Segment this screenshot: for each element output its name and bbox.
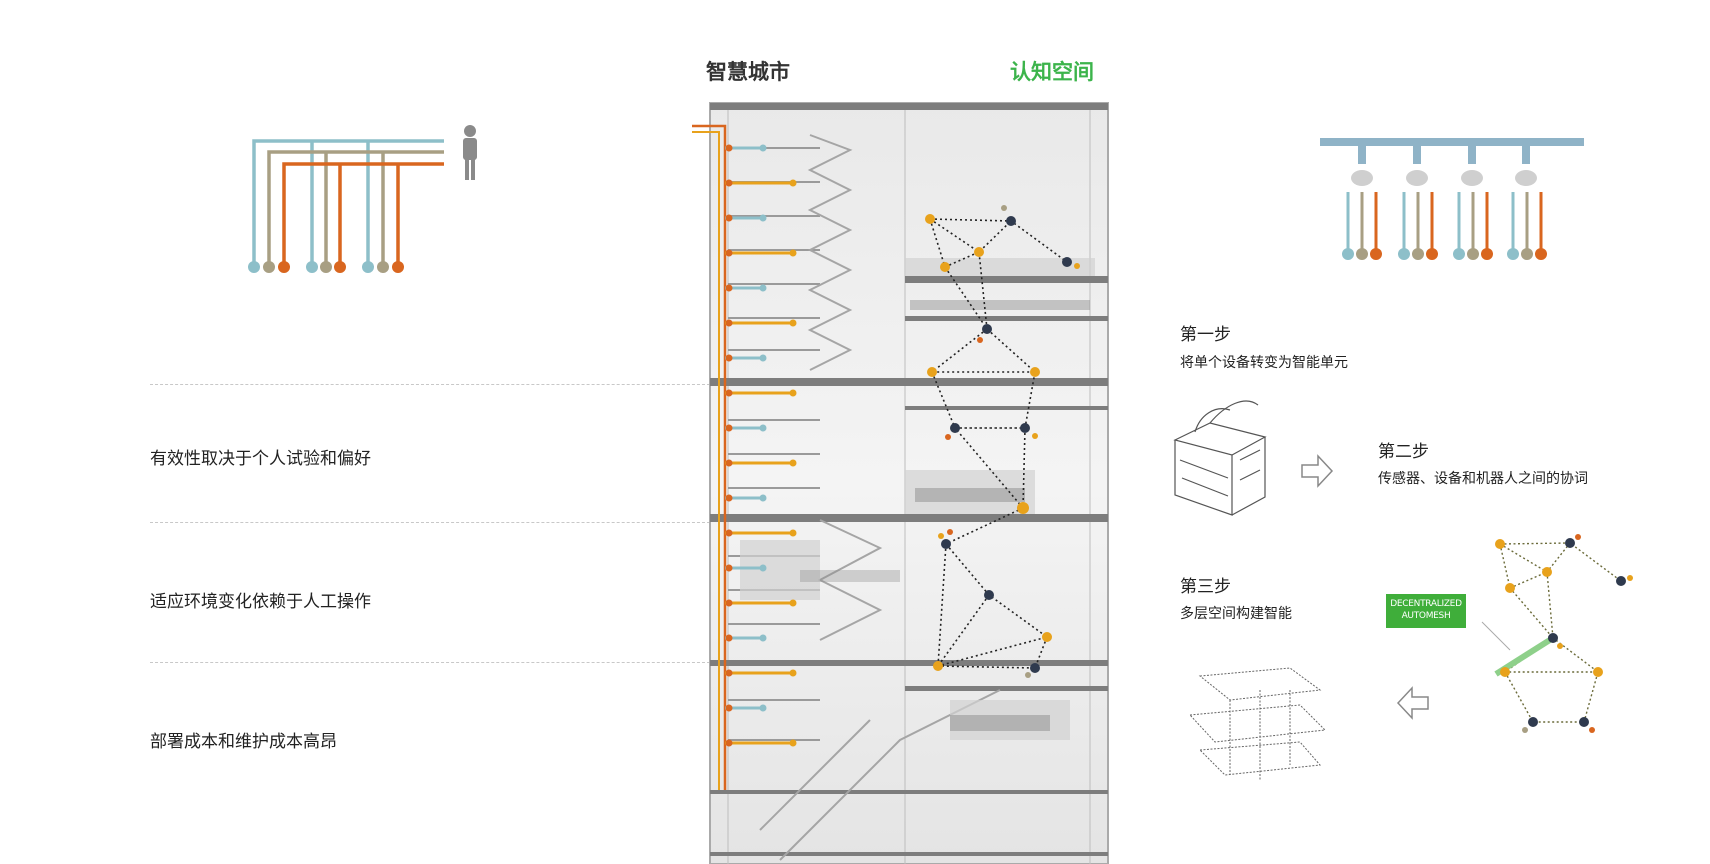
- riser-junction-dot: [725, 634, 733, 642]
- riser-junction-dot: [725, 144, 733, 152]
- badge-line-2: AUTOMESH: [1401, 611, 1451, 621]
- divider-3: [150, 662, 710, 663]
- endpoint-dots: [248, 261, 404, 273]
- riser-tap-dot: [759, 424, 767, 432]
- automesh-network: [1481, 534, 1633, 733]
- riser-junction-dot: [725, 599, 733, 607]
- issue-cost: 部署成本和维护成本高昂: [150, 732, 337, 752]
- riser-junction-dot: [725, 319, 733, 327]
- issue-effectiveness: 有效性取决于个人试验和偏好: [150, 449, 371, 469]
- riser-tap-dot: [789, 599, 797, 607]
- riser-junction-dot: [725, 739, 733, 747]
- riser-tap-dot: [789, 249, 797, 257]
- arrow-right-icon: [1301, 454, 1334, 488]
- riser-tap-dot: [759, 284, 767, 292]
- riser-junction-dot: [725, 669, 733, 677]
- badge-line-1: DECENTRALIZED: [1390, 599, 1462, 609]
- riser-junction-dot: [725, 284, 733, 292]
- riser-tap-dot: [789, 739, 797, 747]
- step-1-title: 第一步: [1180, 325, 1231, 345]
- riser-junction-dot: [725, 459, 733, 467]
- step-3-desc: 多层空间构建智能: [1180, 606, 1292, 622]
- riser-junction-dot: [725, 214, 733, 222]
- riser-junction-dot: [725, 424, 733, 432]
- step-1-desc: 将单个设备转变为智能单元: [1180, 355, 1348, 371]
- cloud-icons: [1351, 170, 1537, 186]
- riser-junction-dot: [725, 249, 733, 257]
- riser-junction-dot: [725, 564, 733, 572]
- issue-adaptation: 适应环境变化依赖于人工操作: [150, 592, 371, 612]
- step-2-title: 第二步: [1378, 442, 1429, 462]
- person-icon: [463, 125, 477, 180]
- arrow-left-icon: [1396, 686, 1429, 720]
- step-2-desc: 传感器、设备和机器人之间的协词: [1378, 471, 1588, 487]
- riser-tap-dot: [789, 459, 797, 467]
- riser-tap-dot: [759, 144, 767, 152]
- riser-junction-dot: [725, 389, 733, 397]
- step-3-title: 第三步: [1180, 577, 1231, 597]
- riser-junction-dot: [725, 354, 733, 362]
- cable-bundle-diagram: [248, 125, 477, 273]
- riser-tap-dot: [789, 319, 797, 327]
- riser-tap-dot: [789, 529, 797, 537]
- riser-junction-dot: [725, 704, 733, 712]
- building-section: [709, 102, 1109, 864]
- divider-2: [150, 522, 710, 523]
- sensor-rail-diagram: [1320, 138, 1584, 260]
- city-layers-sketch: [1188, 667, 1327, 780]
- decentralized-automesh-badge: DECENTRALIZED AUTOMESH: [1386, 594, 1466, 628]
- riser-junction-dot: [725, 529, 733, 537]
- riser-tap-dot: [759, 494, 767, 502]
- riser-tap-dot: [759, 214, 767, 222]
- network-nodes: [925, 205, 1080, 678]
- riser-tap-dot: [759, 354, 767, 362]
- riser-tap-dot: [759, 564, 767, 572]
- riser-junction-dot: [725, 494, 733, 502]
- riser-junction-dot: [725, 179, 733, 187]
- cognitive-space-title: 认知空间: [1010, 60, 1094, 84]
- riser-tap-dot: [789, 179, 797, 187]
- riser-tap-dot: [759, 704, 767, 712]
- riser-tap-dot: [789, 669, 797, 677]
- cognitive-network: [925, 205, 1080, 678]
- riser-tap-dot: [759, 634, 767, 642]
- building-cable-riser: [692, 124, 797, 790]
- divider-1: [150, 384, 710, 385]
- riser-tap-dot: [789, 389, 797, 397]
- material-cube-sketch: [1173, 400, 1267, 516]
- smart-city-title: 智慧城市: [706, 60, 790, 84]
